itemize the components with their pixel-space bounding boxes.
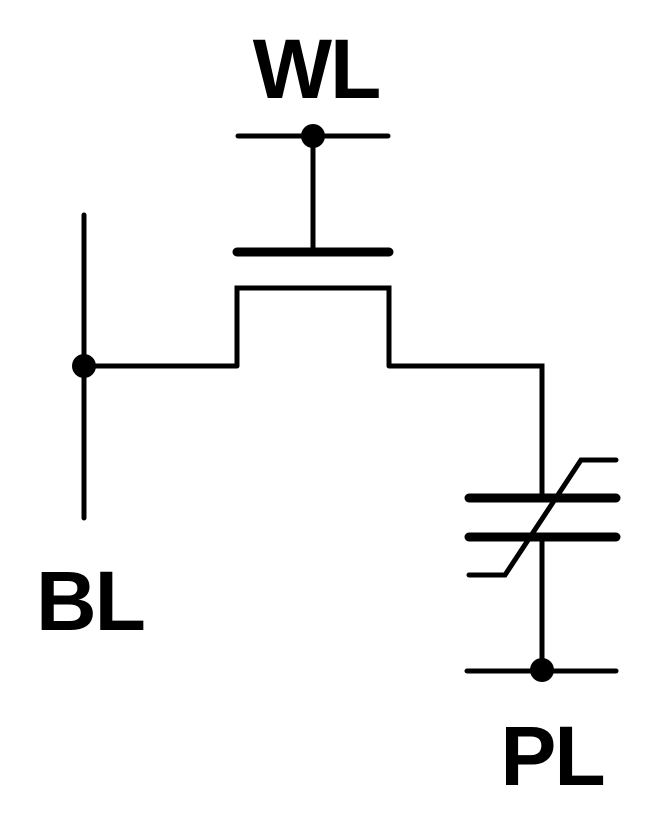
bit-line-label: BL [36,554,144,648]
drain-wire [386,363,545,501]
ferroelectric-slash [466,457,619,578]
plate-line-node [530,658,554,682]
word-line-label: WL [253,22,380,116]
transistor-channel [234,285,392,368]
plate-line-label: PL [500,709,603,803]
